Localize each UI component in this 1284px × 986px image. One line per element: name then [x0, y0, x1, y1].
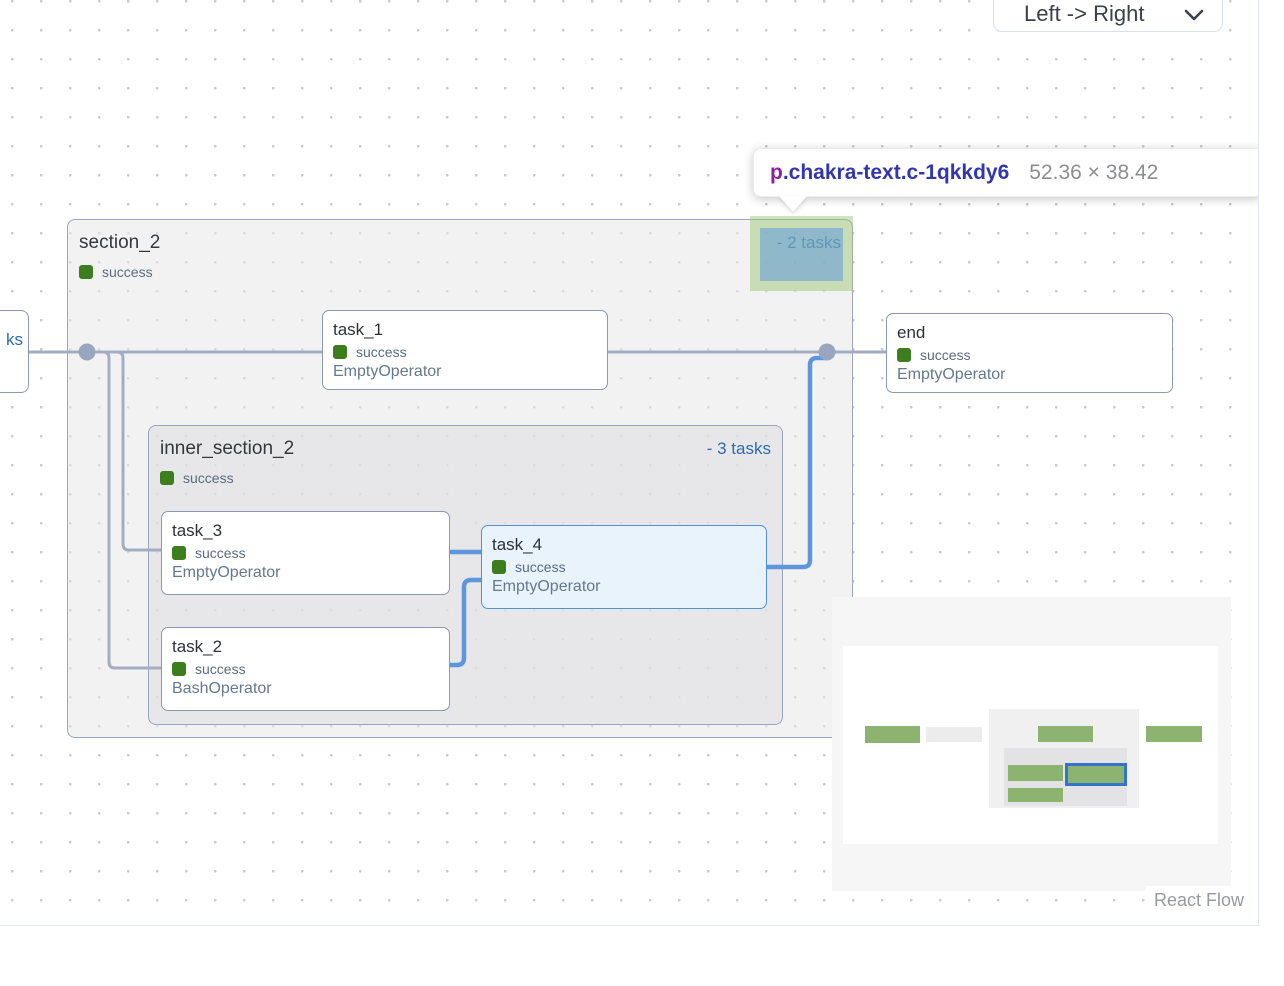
status-row: success: [333, 344, 597, 360]
status-label: success: [195, 545, 246, 562]
status-row: success: [897, 347, 1162, 363]
success-status-icon: [160, 471, 174, 485]
node-title: end: [897, 323, 926, 342]
minimap-node: [1008, 765, 1063, 781]
node-clipped-left[interactable]: ks: [0, 310, 29, 393]
group-title: section_2: [79, 232, 161, 253]
inspect-tooltip-tag: p: [770, 160, 783, 184]
success-status-icon: [333, 345, 347, 360]
status-label: success: [515, 559, 566, 576]
node-end[interactable]: end success EmptyOperator: [886, 313, 1173, 393]
inspect-tooltip: p.chakra-text.c-1qkkdy6 52.36 × 38.42: [753, 148, 1258, 197]
success-status-icon: [172, 546, 186, 561]
react-flow-attribution[interactable]: React Flow: [1146, 886, 1253, 917]
minimap-node-selected: [1065, 763, 1127, 786]
inspect-tooltip-dimensions: 52.36 × 38.42: [1029, 160, 1159, 184]
collapse-tasks-link[interactable]: - 3 tasks: [706, 439, 771, 458]
minimap[interactable]: [832, 597, 1231, 891]
status-row: success: [172, 545, 439, 561]
status-label: success: [183, 470, 234, 486]
success-status-icon: [897, 348, 911, 363]
operator-label: EmptyOperator: [333, 363, 442, 381]
status-row: success: [492, 559, 756, 575]
status-label: success: [102, 264, 153, 280]
layout-direction-value: Left -> Right: [1024, 1, 1145, 26]
collapse-tasks-link[interactable]: - 2 tasks: [776, 233, 841, 252]
node-task_4-selected[interactable]: task_4 success EmptyOperator: [481, 525, 767, 609]
chevron-down-icon: [1184, 9, 1204, 21]
node-task_3[interactable]: task_3 success EmptyOperator: [161, 511, 450, 595]
node-task_2[interactable]: task_2 success BashOperator: [161, 627, 450, 711]
success-status-icon: [172, 662, 186, 677]
operator-label: EmptyOperator: [172, 564, 281, 582]
status-label: success: [195, 661, 246, 678]
clipped-label-fragment: ks: [6, 330, 23, 349]
node-title: task_3: [172, 521, 223, 540]
success-status-icon: [79, 265, 93, 279]
node-title: task_2: [172, 637, 223, 656]
inspect-tooltip-caret: [779, 196, 807, 212]
status-row: success: [172, 661, 439, 677]
status-row: success: [79, 264, 153, 280]
graph-canvas[interactable]: section_2 - 2 tasks success inner_sectio…: [0, 0, 1259, 926]
minimap-node-collapsed: [926, 727, 982, 742]
status-label: success: [356, 344, 407, 361]
success-status-icon: [492, 560, 506, 575]
operator-label: BashOperator: [172, 680, 272, 698]
minimap-node: [865, 726, 920, 743]
node-title: task_4: [492, 535, 543, 554]
group-title: inner_section_2: [160, 438, 295, 459]
node-task_1[interactable]: task_1 success EmptyOperator: [322, 310, 608, 390]
minimap-node: [1146, 726, 1202, 742]
status-row: success: [160, 470, 234, 486]
status-label: success: [920, 347, 971, 364]
operator-label: EmptyOperator: [492, 578, 601, 596]
node-title: task_1: [333, 320, 384, 339]
minimap-node: [1038, 726, 1093, 742]
minimap-node: [1008, 788, 1063, 802]
inspect-tooltip-selector: .chakra-text.c-1qkkdy6: [782, 160, 1010, 184]
operator-label: EmptyOperator: [897, 366, 1006, 384]
layout-direction-select[interactable]: Left -> Right: [993, 0, 1223, 32]
